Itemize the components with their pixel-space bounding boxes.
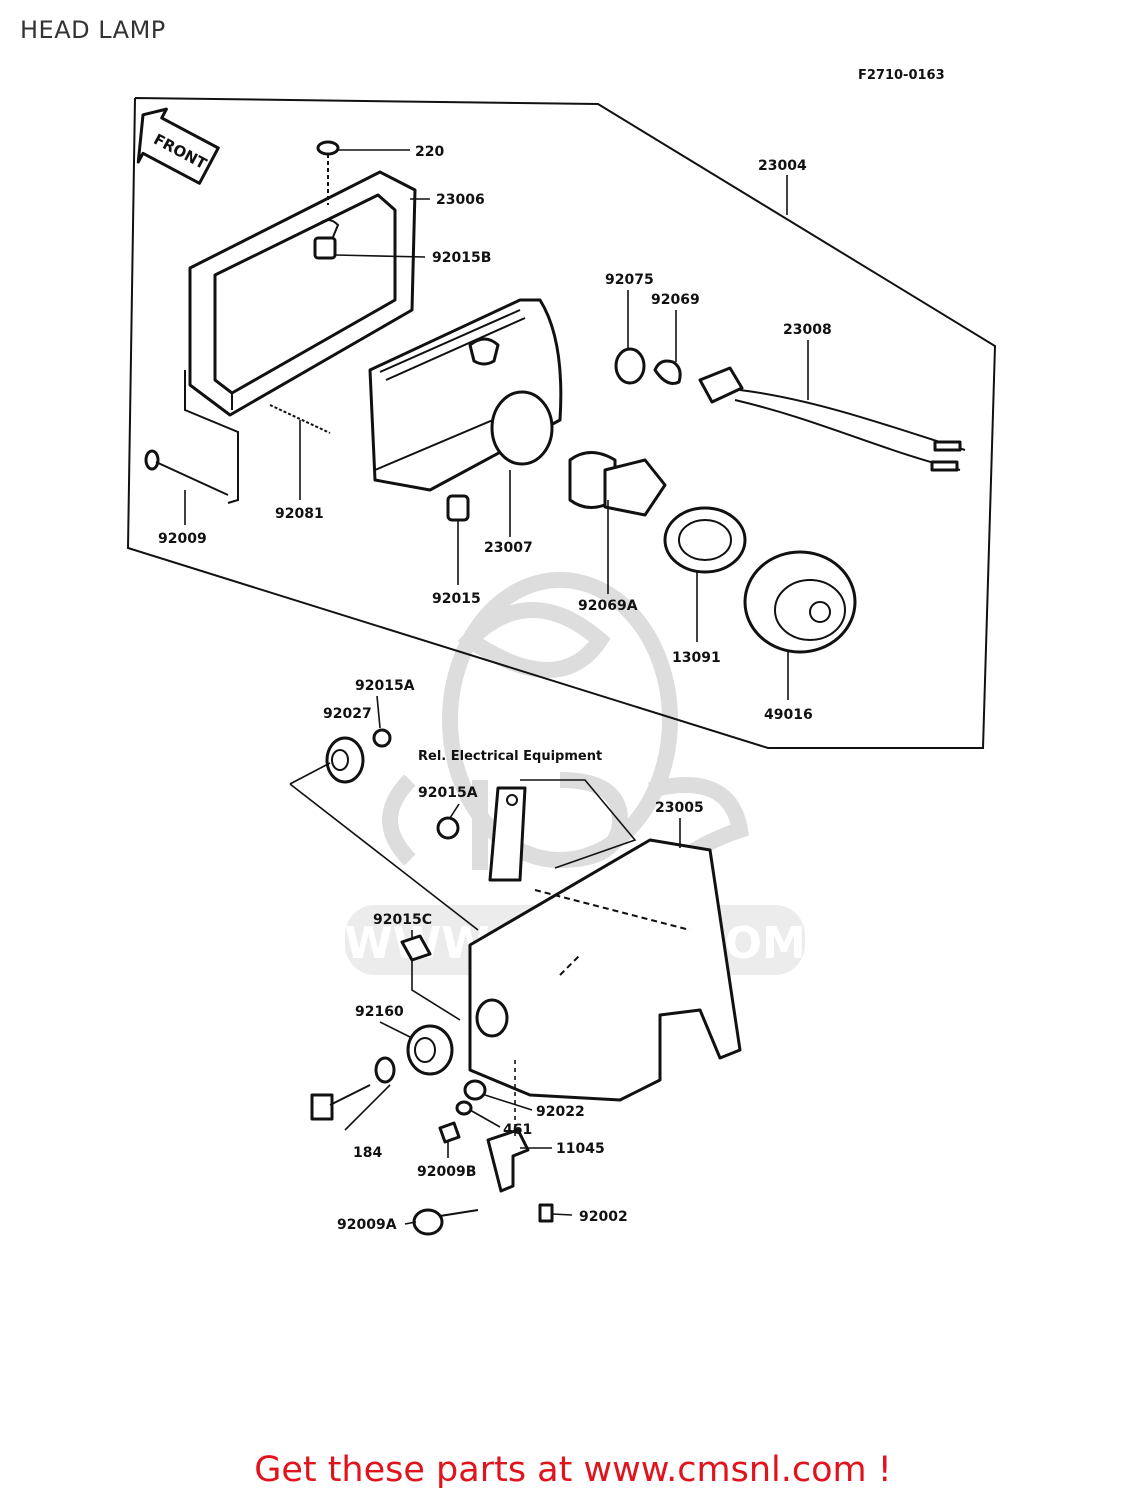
bolt-92002 bbox=[538, 1203, 554, 1223]
adjust-screw-92081 bbox=[269, 404, 331, 434]
clip-link bbox=[411, 960, 461, 1021]
relay-plate bbox=[488, 786, 527, 882]
label-92081: 92081 bbox=[275, 506, 324, 522]
label-92015B: 92015B bbox=[432, 250, 491, 266]
bulb-92069 bbox=[653, 359, 682, 385]
label-92075: 92075 bbox=[605, 272, 654, 288]
label-13091: 13091 bbox=[672, 650, 721, 666]
harness-23008 bbox=[698, 366, 966, 472]
label-92069A: 92069A bbox=[578, 598, 638, 614]
reflector-unit bbox=[368, 298, 563, 492]
clip-92015C bbox=[400, 934, 432, 962]
page-title: HEAD LAMP bbox=[20, 16, 166, 44]
nut-92015B bbox=[313, 236, 337, 260]
label-23007: 23007 bbox=[484, 540, 533, 556]
label-92015A-upper: 92015A bbox=[355, 678, 415, 694]
label-11045: 11045 bbox=[556, 1141, 605, 1157]
bolt-92009A bbox=[412, 1208, 479, 1236]
bolt-92009B bbox=[438, 1121, 461, 1144]
label-92069: 92069 bbox=[651, 292, 700, 308]
screw-220 bbox=[316, 140, 340, 205]
headlamp-case-23005 bbox=[468, 838, 742, 1102]
bolt-184 bbox=[310, 1084, 371, 1121]
bolt-bracket bbox=[184, 370, 239, 504]
label-23008: 23008 bbox=[783, 322, 832, 338]
label-220: 220 bbox=[415, 144, 444, 160]
damper-92160 bbox=[406, 1024, 454, 1076]
grommet-link bbox=[289, 762, 331, 785]
headlamp-rim bbox=[188, 170, 417, 417]
label-92160: 92160 bbox=[355, 1004, 404, 1020]
nut-92015A-lower bbox=[436, 816, 460, 840]
label-23005: 23005 bbox=[655, 800, 704, 816]
bracket-92015B bbox=[317, 219, 340, 238]
bolt-92009 bbox=[144, 449, 229, 496]
cta-banner[interactable]: Get these parts at www.cmsnl.com ! bbox=[0, 1450, 1146, 1490]
bolt-184-link bbox=[344, 1084, 391, 1131]
label-92009: 92009 bbox=[158, 531, 207, 547]
washer bbox=[374, 1056, 396, 1084]
socket-92075 bbox=[614, 347, 646, 385]
label-92009A: 92009A bbox=[337, 1217, 397, 1233]
washer-461 bbox=[455, 1100, 473, 1116]
label-461: 461 bbox=[503, 1122, 532, 1138]
bracket-link-left bbox=[289, 783, 479, 931]
label-92027: 92027 bbox=[323, 706, 372, 722]
label-23004: 23004 bbox=[758, 158, 807, 174]
label-92015: 92015 bbox=[432, 591, 481, 607]
nut-92015A-upper bbox=[372, 728, 392, 748]
front-arrow-icon: FRONT bbox=[136, 107, 220, 185]
grommet-92027 bbox=[325, 736, 365, 784]
nut-92015 bbox=[446, 494, 470, 522]
collar-92022 bbox=[463, 1079, 487, 1101]
relay-outline bbox=[520, 779, 637, 869]
label-184: 184 bbox=[353, 1145, 382, 1161]
cover-49016 bbox=[743, 550, 857, 654]
label-23006: 23006 bbox=[436, 192, 485, 208]
label-49016: 49016 bbox=[764, 707, 813, 723]
cta-link[interactable]: Get these parts at www.cmsnl.com ! bbox=[254, 1450, 892, 1490]
label-92015C: 92015C bbox=[373, 912, 432, 928]
label-92002: 92002 bbox=[579, 1209, 628, 1225]
bulb-92069A bbox=[568, 451, 667, 517]
label-92009B: 92009B bbox=[417, 1164, 476, 1180]
bracket-11045 bbox=[486, 1128, 530, 1193]
label-92015A-lower: 92015A bbox=[418, 785, 478, 801]
assembly-boundary-23004 bbox=[126, 97, 997, 749]
diagram-code: F2710-0163 bbox=[858, 68, 945, 83]
spring-ring-13091 bbox=[663, 506, 747, 574]
reference-note: Rel. Electrical Equipment bbox=[418, 749, 602, 764]
leader-lines bbox=[184, 149, 809, 1225]
label-92022: 92022 bbox=[536, 1104, 585, 1120]
